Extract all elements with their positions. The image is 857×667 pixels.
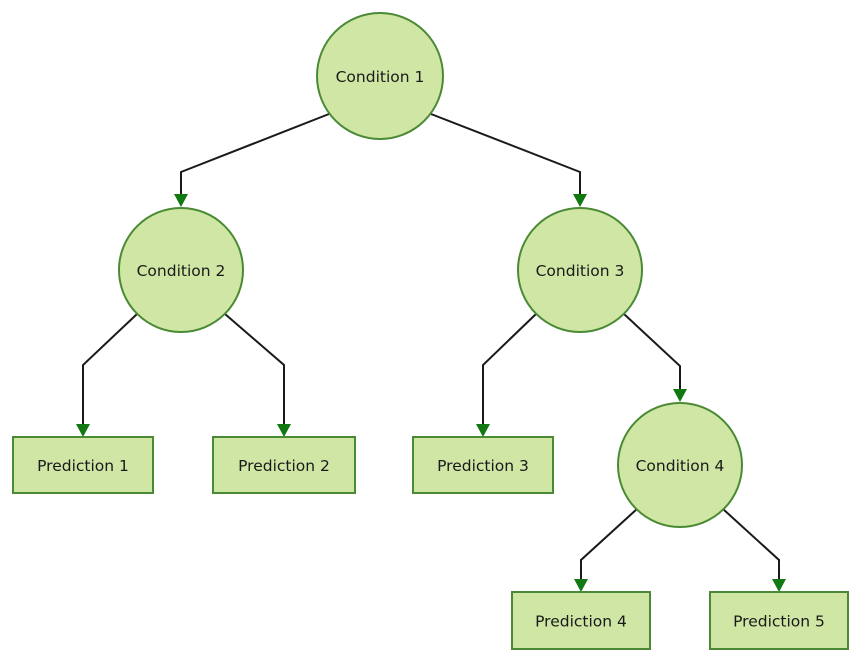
prediction-4-rect[interactable] <box>511 591 651 650</box>
edge-c3-c4 <box>623 313 681 398</box>
edge-c1-c3 <box>430 113 581 203</box>
arrow-p4-icon <box>574 579 588 592</box>
prediction-3-rect[interactable] <box>412 436 554 494</box>
nodes-layer: Condition 1 Condition 2 Condition 3 Conditi… <box>12 12 849 650</box>
prediction-5-rect[interactable] <box>709 591 849 650</box>
prediction-4-label: Prediction 4 <box>535 613 627 631</box>
condition-4-circle[interactable] <box>617 402 743 528</box>
edge-c4-p4 <box>580 508 638 587</box>
arrow-c2-icon <box>174 194 188 207</box>
edge-c1-c2 <box>180 113 330 203</box>
edge-c4-p5 <box>722 508 780 587</box>
node-condition-2[interactable]: Condition 2 <box>118 207 244 333</box>
node-prediction-4[interactable]: Prediction 4 <box>511 591 651 650</box>
node-prediction-1[interactable]: Prediction 1 <box>12 436 154 494</box>
condition-2-circle[interactable] <box>118 207 244 333</box>
arrow-p2-icon <box>277 424 291 437</box>
node-prediction-3[interactable]: Prediction 3 <box>412 436 554 494</box>
arrow-c3-icon <box>573 194 587 207</box>
condition-4-label: Condition 4 <box>636 457 725 475</box>
prediction-2-label: Prediction 2 <box>238 457 330 475</box>
arrow-c4-icon <box>673 389 687 402</box>
node-prediction-2[interactable]: Prediction 2 <box>212 436 356 494</box>
node-condition-1[interactable]: Condition 1 <box>316 12 444 140</box>
prediction-1-rect[interactable] <box>12 436 154 494</box>
node-condition-4[interactable]: Condition 4 <box>617 402 743 528</box>
condition-3-label: Condition 3 <box>536 262 625 280</box>
node-condition-3[interactable]: Condition 3 <box>517 207 643 333</box>
condition-3-circle[interactable] <box>517 207 643 333</box>
edges-layer <box>82 113 780 587</box>
edge-c2-p1 <box>82 313 138 432</box>
arrowheads-layer <box>76 194 786 592</box>
prediction-2-rect[interactable] <box>212 436 356 494</box>
arrow-p1-icon <box>76 424 90 437</box>
edge-c2-p2 <box>224 313 285 432</box>
edge-c3-p3 <box>482 313 537 432</box>
condition-2-label: Condition 2 <box>137 262 226 280</box>
prediction-1-label: Prediction 1 <box>37 457 129 475</box>
arrow-p5-icon <box>772 579 786 592</box>
node-prediction-5[interactable]: Prediction 5 <box>709 591 849 650</box>
prediction-3-label: Prediction 3 <box>437 457 529 475</box>
arrow-p3-icon <box>476 424 490 437</box>
prediction-5-label: Prediction 5 <box>733 613 825 631</box>
condition-1-label: Condition 1 <box>336 68 425 86</box>
condition-1-circle[interactable] <box>316 12 444 140</box>
